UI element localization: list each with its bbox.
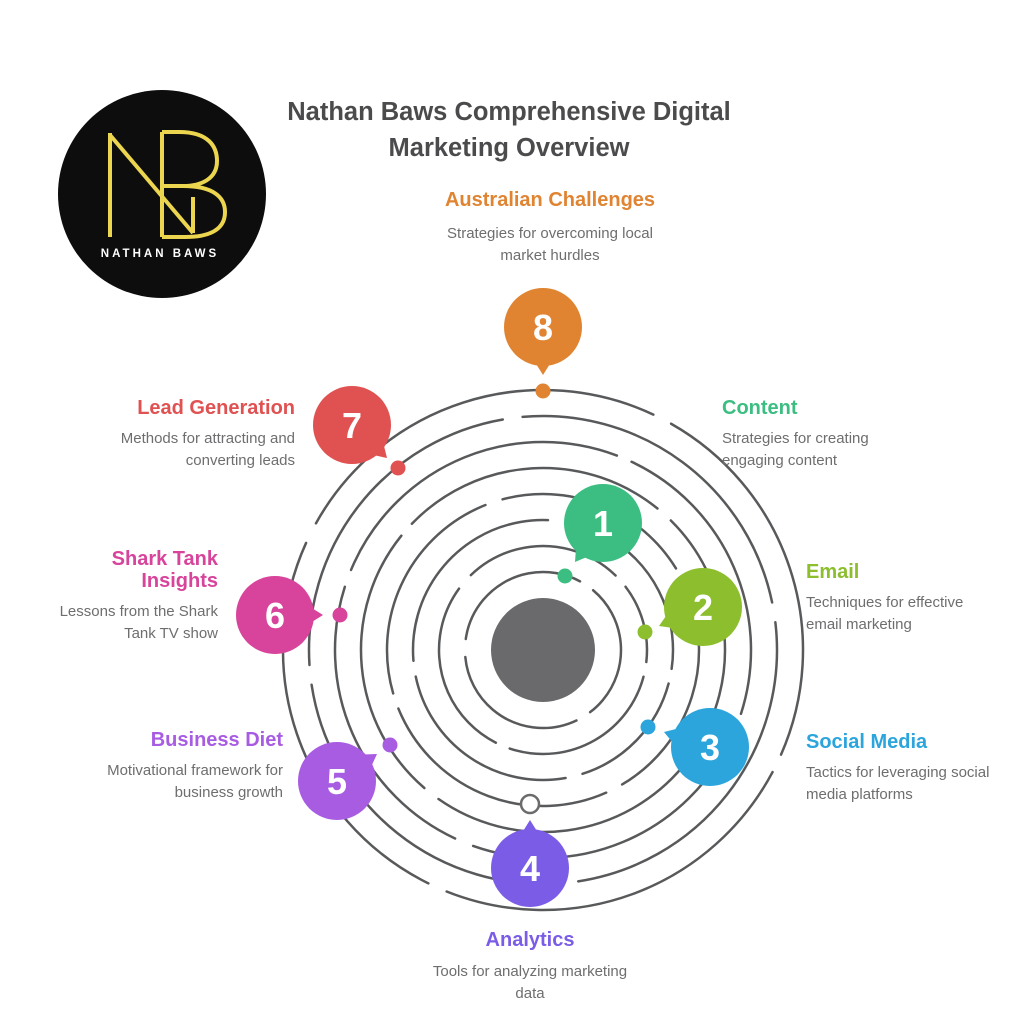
item-bubble-5: 5 xyxy=(298,742,377,820)
item-bubble-4: 4 xyxy=(491,820,569,907)
logo-name: NATHAN BAWS xyxy=(101,248,219,260)
center-circle xyxy=(491,598,595,702)
item-label-social-media: Social Media Tactics for leveraging soci… xyxy=(806,732,991,806)
item-description: Techniques for effective email marketing xyxy=(806,594,964,633)
item-title: Analytics xyxy=(485,929,575,951)
item-description: Tactics for leveraging social media plat… xyxy=(806,764,990,803)
item-bubble-2: 2 xyxy=(659,568,742,646)
item-bubble-3: 3 xyxy=(664,708,749,786)
nb-monogram-icon xyxy=(108,130,228,239)
item-label-australian-challenges: Australian Challenges Strategies for ove… xyxy=(395,190,705,267)
bubble-number-2: 2 xyxy=(693,587,713,628)
item-title: Business Diet xyxy=(150,729,283,751)
item-label-analytics: Analytics Tools for analyzing marketing … xyxy=(380,930,680,1005)
item-dot-1 xyxy=(557,568,573,584)
item-bubble-7: 7 xyxy=(313,386,391,464)
nathan-baws-logo: NATHAN BAWS xyxy=(58,90,266,298)
item-dot-2 xyxy=(637,624,653,640)
page-title: Nathan Baws Comprehensive Digital Market… xyxy=(287,98,731,162)
item-bubble-1: 1 xyxy=(564,484,642,562)
item-label-content: Content Strategies for creating engaging… xyxy=(722,398,907,472)
item-label-business-diet: Business Diet Motivational framework for… xyxy=(73,730,283,804)
item-dot-4 xyxy=(519,793,541,815)
bubble-number-5: 5 xyxy=(327,761,347,802)
item-description: Tools for analyzing marketing data xyxy=(432,963,628,1002)
bubble-number-7: 7 xyxy=(342,405,362,446)
item-dot-7 xyxy=(390,460,406,476)
item-bubble-6: 6 xyxy=(236,576,323,654)
item-dot-8 xyxy=(535,383,551,399)
item-dot-3 xyxy=(640,719,656,735)
item-title: Social Media xyxy=(806,731,928,753)
bubble-number-8: 8 xyxy=(533,307,553,348)
item-title: Email xyxy=(806,561,860,583)
bubble-number-4: 4 xyxy=(520,848,540,889)
item-description: Strategies for overcoming local market h… xyxy=(447,225,653,264)
item-description: Strategies for creating engaging content xyxy=(722,430,869,469)
item-description: Lessons from the Shark Tank TV show xyxy=(59,603,218,642)
item-label-lead-generation: Lead Generation Methods for attracting a… xyxy=(95,398,295,472)
item-dot-5 xyxy=(382,737,398,753)
item-title: Shark Tank Insights xyxy=(111,548,218,592)
item-label-shark-tank-insights: Shark Tank Insights Lessons from the Sha… xyxy=(18,548,218,645)
item-description: Motivational framework for business grow… xyxy=(107,762,283,801)
bubble-number-6: 6 xyxy=(265,595,285,636)
item-label-email: Email Techniques for effective email mar… xyxy=(806,562,996,636)
item-title: Content xyxy=(722,397,798,419)
item-dot-6 xyxy=(332,607,348,623)
item-title: Lead Generation xyxy=(137,397,295,419)
item-description: Methods for attracting and converting le… xyxy=(120,430,295,469)
bubble-number-1: 1 xyxy=(593,503,613,544)
item-bubble-8: 8 xyxy=(504,288,582,375)
bubble-number-3: 3 xyxy=(700,727,720,768)
item-title: Australian Challenges xyxy=(444,189,656,211)
